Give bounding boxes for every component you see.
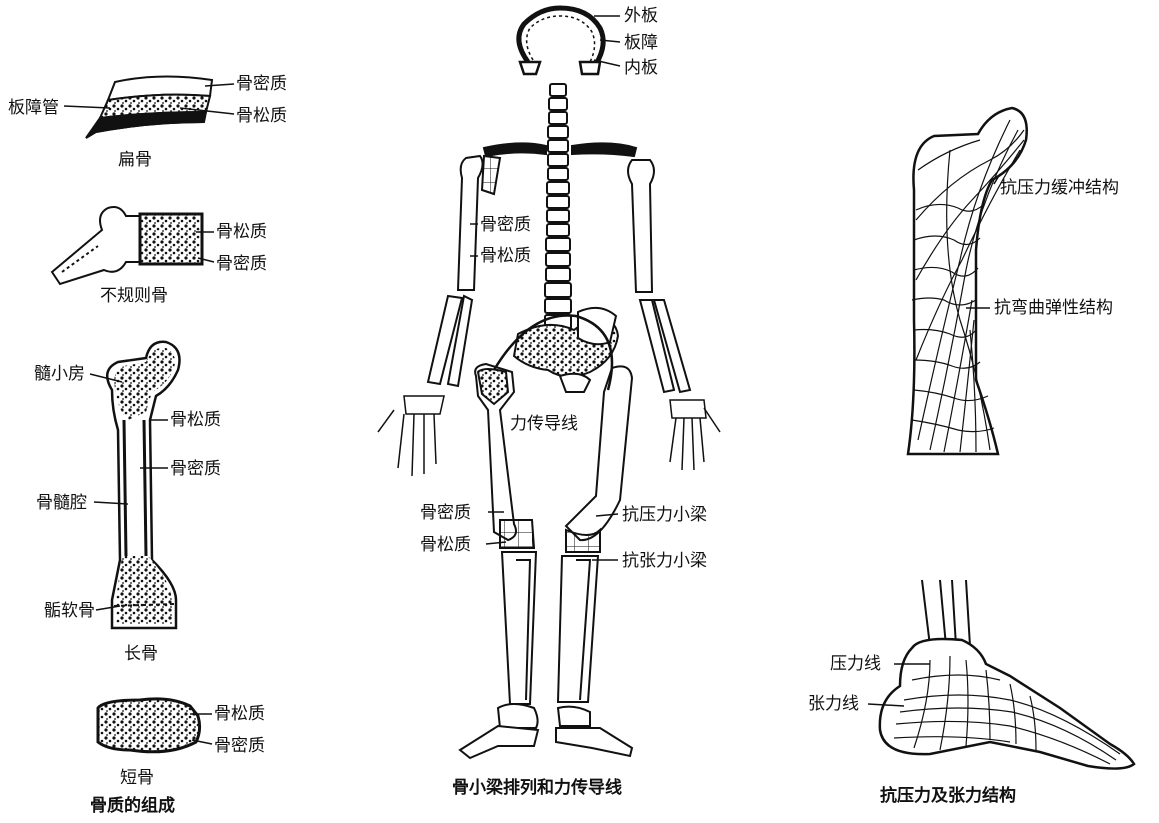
short-bone-spongy-label: 骨松质: [214, 704, 265, 724]
left-panel-caption: 骨质的组成: [90, 796, 175, 816]
flat-bone-spongy-label: 骨松质: [236, 106, 287, 126]
flat-bone-diploic-canal-label: 板障管: [8, 98, 59, 118]
skull-drawing: [519, 8, 603, 74]
short-bone-drawing: [98, 699, 200, 752]
compression-trabeculae-label: 抗压力小梁: [622, 505, 707, 525]
tension-line-label: 张力线: [808, 694, 859, 714]
foot-drawing: [880, 580, 1134, 769]
skull-inner-plate-label: 内板: [624, 58, 658, 78]
long-bone-epiphyseal-cartilage-label: 骺软骨: [44, 601, 95, 621]
right-hand: [670, 400, 720, 470]
spine: [545, 84, 571, 329]
left-hand: [378, 396, 444, 476]
long-bone-marrow-cells-label: 髓小房: [34, 364, 85, 384]
long-bone-compact-label: 骨密质: [170, 459, 221, 479]
irregular-bone-drawing: [52, 207, 202, 284]
bending-elastic-structure-label: 抗弯曲弹性结构: [994, 298, 1113, 318]
flat-bone-compact-label: 骨密质: [236, 74, 287, 94]
long-bone-drawing: [107, 342, 179, 628]
long-bone-caption: 长骨: [124, 644, 158, 664]
long-bone-marrow-cavity-label: 骨髓腔: [36, 493, 87, 513]
irregular-bone-spongy-label: 骨松质: [216, 222, 267, 242]
skeleton-leg-spongy-label: 骨松质: [420, 535, 471, 555]
pressure-line-label: 压力线: [830, 654, 881, 674]
skeleton-arm-compact-label: 骨密质: [480, 215, 531, 235]
irregular-bone-compact-label: 骨密质: [216, 254, 267, 274]
tension-trabeculae-label: 抗张力小梁: [622, 551, 707, 571]
skeleton-caption: 骨小梁排列和力传导线: [452, 778, 622, 798]
skull-outer-plate-label: 外板: [624, 6, 658, 26]
skull-diploe-label: 板障: [624, 33, 658, 53]
femur-structure-drawing: [908, 108, 1027, 454]
compression-buffer-structure-label: 抗压力缓冲结构: [1000, 178, 1119, 198]
force-transmission-line-label: 力传导线: [510, 414, 578, 434]
skeleton-arm-spongy-label: 骨松质: [480, 246, 531, 266]
foot-caption: 抗压力及张力结构: [880, 786, 1016, 806]
skeleton-leg-compact-label: 骨密质: [420, 503, 471, 523]
short-bone-compact-label: 骨密质: [214, 736, 265, 756]
irregular-bone-caption: 不规则骨: [100, 286, 168, 306]
short-bone-caption: 短骨: [120, 768, 154, 788]
long-bone-spongy-label: 骨松质: [170, 410, 221, 430]
flat-bone-caption: 扁骨: [118, 150, 152, 170]
